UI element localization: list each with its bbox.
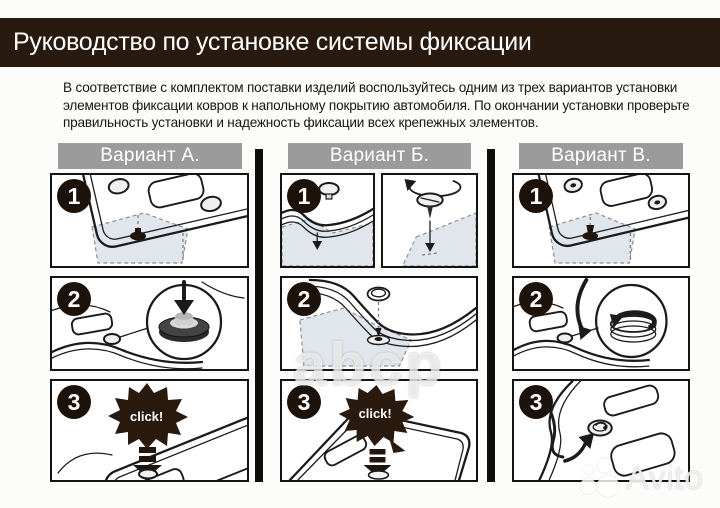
base-clip-icon <box>366 328 391 346</box>
step-number-badge: 1 <box>57 179 91 213</box>
click-lock-illustration: click! <box>57 383 247 480</box>
curved-arrow-icon <box>563 433 595 463</box>
click-burst-icon: click! <box>108 383 188 449</box>
step-number-badge: 2 <box>287 282 321 316</box>
knob-icon <box>587 419 613 437</box>
twist-knob-icon <box>609 310 657 343</box>
button-align-base-illustration <box>299 278 476 367</box>
step-number-badge: 3 <box>57 385 91 419</box>
step-number-badge: 3 <box>519 385 553 419</box>
intro-paragraph: В соответствие с комплектом поставки изд… <box>63 80 690 131</box>
page-title: Руководство по установке системы фиксаци… <box>13 28 532 56</box>
title-banner: Руководство по установке системы фиксаци… <box>0 18 720 67</box>
step-number-badge: 3 <box>287 385 321 419</box>
screw-head-icon <box>647 194 667 211</box>
press-fastener-zoom-illustration <box>52 280 245 369</box>
floor-mat-outline <box>538 381 676 480</box>
variant-a-step-2-panel: 2 <box>50 276 249 371</box>
step-number-badge: 1 <box>287 179 321 213</box>
button-icon <box>366 286 391 302</box>
click-burst-icon: click! <box>338 385 415 453</box>
step-number-badge: 2 <box>519 282 553 316</box>
screw-icon <box>416 192 444 219</box>
step-number-badge: 1 <box>519 179 553 213</box>
step-number-badge: 2 <box>57 282 91 316</box>
turn-to-lock-illustration <box>538 381 676 480</box>
push-clip-icon <box>158 312 210 342</box>
variant-c-step-1-panel: 1 <box>512 173 690 268</box>
variant-a-header: Вариант А. <box>58 143 242 169</box>
variant-c-step-2-panel: 2 <box>512 276 690 371</box>
screw-fastener-illustration <box>401 179 476 266</box>
variant-b-step-3-panel: 3 click! <box>280 379 478 482</box>
variant-b-step-1-right-panel <box>381 173 478 268</box>
variant-c-step-3-panel: 3 <box>512 379 690 482</box>
rotate-fastener-zoom-illustration <box>514 278 668 368</box>
long-down-arrow-icon <box>422 220 438 256</box>
variant-a-step-3-panel: 3 click! <box>50 379 249 482</box>
variant-c-header: Вариант В. <box>519 143 683 169</box>
button-over-mat-edge-illustration <box>282 182 373 266</box>
variant-b-step-2-panel: 2 <box>280 276 478 371</box>
variant-b-header: Вариант Б. <box>288 143 471 169</box>
magnifier-circle <box>594 283 668 359</box>
click-lock-illustration: click! <box>288 385 471 480</box>
screw-head-icon <box>563 177 583 194</box>
column-divider <box>255 149 263 482</box>
svg-text:click!: click! <box>359 406 392 421</box>
small-down-arrow-icon <box>312 232 323 250</box>
svg-text:click!: click! <box>130 409 163 424</box>
variant-b-step-1-left-panel: 1 <box>280 173 375 268</box>
variant-a-step-1-panel: 1 <box>50 173 249 268</box>
down-arrow-icon <box>174 280 194 315</box>
column-divider <box>487 149 495 482</box>
